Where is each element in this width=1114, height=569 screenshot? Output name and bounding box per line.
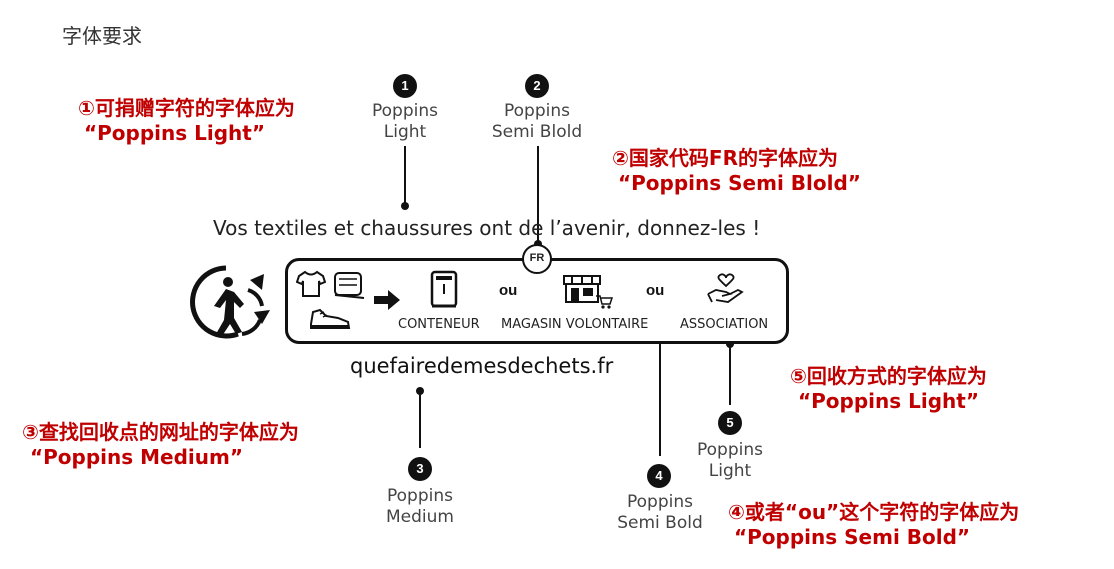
marker-3-label: Poppins Medium (370, 486, 470, 528)
annotation-2: ②国家代码FR的字体应为 “Poppins Semi Blold” (612, 146, 861, 196)
marker-2-number: 2 (525, 74, 549, 98)
fabric-roll-icon (332, 270, 366, 305)
annotation-1-line1: ①可捐赠字符的字体应为 (78, 96, 295, 120)
annotation-5: ⑤回收方式的字体应为 “Poppins Light” (790, 364, 987, 414)
annotation-4: ④或者“ou”这个字符的字体应为 “Poppins Semi Bold” (728, 500, 1019, 550)
marker-5-label: Poppins Light (680, 440, 780, 482)
marker-2-leader (537, 146, 539, 244)
marker-2-line1: Poppins (504, 101, 570, 121)
recycling-url: quefairedemesdechets.fr (350, 354, 614, 378)
marker-2-line2: Semi Blold (491, 122, 583, 142)
marker-5-line2: Light (708, 461, 752, 481)
marker-1-line1: Poppins (372, 101, 438, 121)
conteneur-label: CONTENEUR (398, 317, 480, 332)
marker-1-leader (404, 146, 406, 206)
marker-3-line1: Poppins (387, 486, 453, 506)
sorting-info-box (285, 258, 789, 344)
marker-2-label: Poppins Semi Blold (477, 101, 597, 143)
marker-4-line1: Poppins (627, 492, 693, 512)
annotation-2-line2: “Poppins Semi Blold” (618, 171, 861, 195)
marker-5-line1: Poppins (697, 440, 763, 460)
marker-4-number: 4 (647, 464, 671, 488)
marker-5-leader (729, 345, 731, 405)
marker-3-number: 3 (408, 457, 432, 481)
annotation-5-line1: ⑤回收方式的字体应为 (790, 364, 987, 388)
country-code-badge: FR (522, 244, 552, 274)
hand-heart-icon (706, 272, 746, 313)
association-label: ASSOCIATION (680, 317, 769, 332)
annotation-3: ③查找回收点的网址的字体应为 “Poppins Medium” (22, 420, 299, 470)
marker-3-line2: Medium (386, 507, 454, 527)
marker-1-label: Poppins Light (355, 101, 455, 143)
annotation-1: ①可捐赠字符的字体应为 “Poppins Light” (78, 96, 295, 146)
annotation-1-line2: “Poppins Light” (84, 121, 265, 145)
marker-4-line2: Semi Bold (617, 513, 703, 533)
or-label-2: ou (646, 282, 665, 299)
arrow-right-icon (372, 288, 402, 317)
marker-3-leader (419, 392, 421, 448)
annotation-4-line2: “Poppins Semi Bold” (734, 525, 971, 549)
sneaker-icon (308, 304, 352, 337)
container-icon (428, 270, 460, 315)
marker-1-line2: Light (383, 122, 427, 142)
page-title: 字体要求 (62, 24, 142, 48)
triman-icon (190, 262, 276, 344)
or-label-1: ou (499, 282, 518, 299)
shop-icon (562, 272, 614, 317)
tshirt-icon (295, 270, 327, 303)
magasin-label: MAGASIN VOLONTAIRE (501, 317, 649, 332)
annotation-2-line1: ②国家代码FR的字体应为 (612, 146, 838, 170)
marker-1-number: 1 (393, 74, 417, 98)
logo-headline: Vos textiles et chaussures ont de l’aven… (213, 216, 761, 240)
annotation-3-line1: ③查找回收点的网址的字体应为 (22, 420, 299, 444)
marker-5-number: 5 (718, 411, 742, 435)
marker-5-dot (726, 340, 734, 348)
marker-1-dot (401, 202, 409, 210)
annotation-3-line2: “Poppins Medium” (30, 445, 243, 469)
marker-3-dot (416, 387, 424, 395)
annotation-4-line1: ④或者“ou”这个字符的字体应为 (728, 500, 1020, 524)
marker-4-leader (659, 322, 661, 456)
marker-4-label: Poppins Semi Bold (600, 492, 720, 534)
annotation-5-line2: “Poppins Light” (798, 389, 979, 413)
